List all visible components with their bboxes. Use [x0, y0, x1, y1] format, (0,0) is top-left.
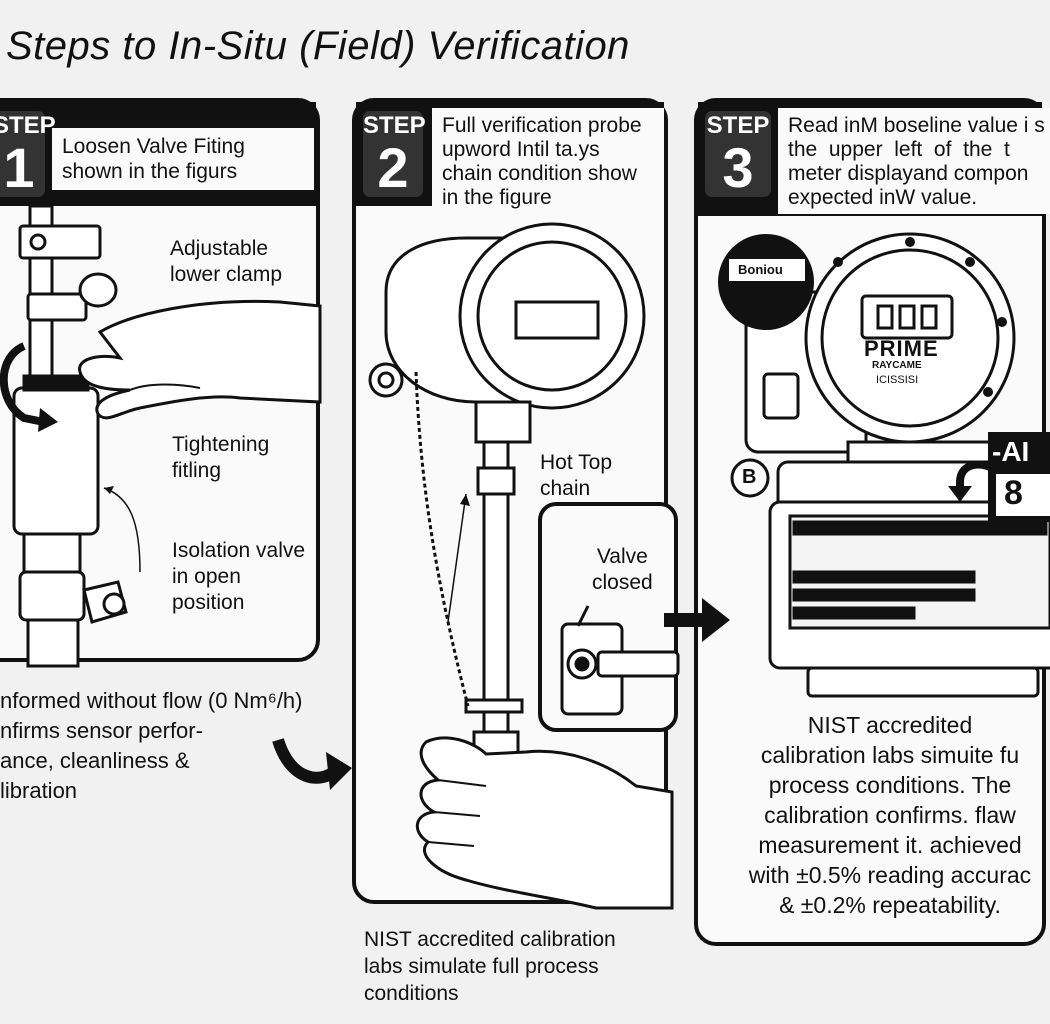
meter-brand: PRIME [864, 336, 939, 361]
step-1-instruction: Loosen Valve Fiting shown in the figurs [52, 128, 314, 190]
meter-serial: ICISSISI [876, 374, 919, 386]
nist-description-bottom: NIST accredited calibration labs simulat… [364, 928, 616, 1005]
rotation-arrow [0, 342, 45, 426]
nist-description-right: NIST accredited calibration labs simuite… [748, 712, 1032, 918]
step-2-instruction: Full verification probe upword Intil ta.… [432, 108, 664, 209]
step-2-number: 2 [377, 136, 409, 199]
adjustable-lower-clamp [26, 292, 88, 322]
page-title: Steps to In-Situ (Field) Verification [6, 24, 630, 68]
pointer-arrow [103, 487, 141, 573]
step-3-badge-word: STEP [706, 112, 770, 139]
hand-illustration [416, 736, 674, 910]
transmitter-display [514, 300, 600, 340]
step-2-badge-word: STEP [363, 112, 426, 139]
flow-note: nformed without flow (0 Nm⁶/h) nfirms se… [0, 688, 303, 803]
step-1-illustration [0, 204, 322, 668]
step-3-badge: STEP 3 [702, 108, 774, 200]
step-1-number: 1 [3, 136, 35, 199]
valve-closed-label: Valve closed [592, 545, 653, 594]
valve-closed-illustration [560, 605, 680, 716]
tightening-fitting-label: Tightening fitling [172, 433, 270, 482]
hand-illustration [78, 299, 322, 420]
step-2-badge: STEP 2 [360, 108, 426, 200]
adjustable-lower-clamp-label: Adjustable lower clamp [170, 237, 283, 286]
step-3-panel: STEP 3 Read inM boseline value i s the u… [694, 98, 1050, 946]
knob-label: Boniou [738, 262, 783, 277]
step-1-panel: STEP 1 Loosen Valve Fiting shown in the … [0, 98, 322, 668]
alarm-label: -AI [992, 436, 1030, 467]
step-1-badge: STEP 1 [0, 108, 56, 200]
step-2-illustration [368, 222, 674, 910]
isolation-valve-label: Isolation valve in open position [172, 539, 306, 614]
flow-arrows [272, 598, 730, 790]
marker-b [730, 458, 770, 498]
meter-brand-sub: RAYCAME [872, 360, 922, 371]
marker-b-label: B [742, 466, 757, 488]
valve-handle [596, 650, 680, 678]
hot-top-chain-label: Hot Top chain [536, 448, 664, 504]
alarm-reading: 8 [1004, 474, 1023, 512]
step-3-illustration [718, 232, 1050, 698]
step-3-number: 3 [722, 136, 754, 199]
hot-top-chain [414, 371, 470, 707]
step-3-instruction: Read inM boseline value i s the upper le… [778, 108, 1050, 214]
